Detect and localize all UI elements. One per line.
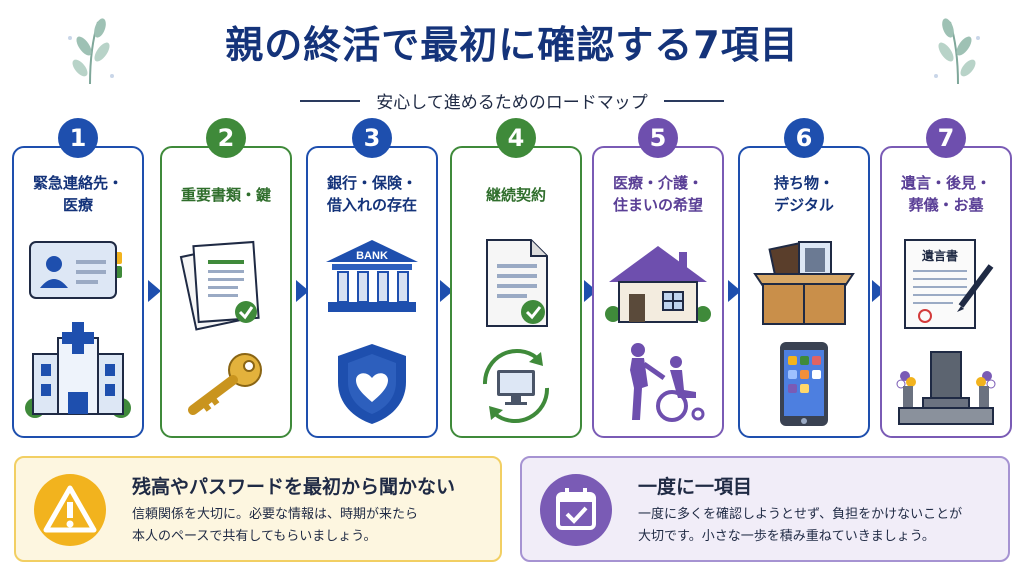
will-label: 遺言書 — [921, 248, 958, 263]
wheelchair-care-icon — [594, 340, 722, 424]
arrow-right-icon — [728, 280, 741, 302]
bank-label: BANK — [356, 250, 388, 262]
will-document-icon: 遺言書 — [882, 236, 1010, 332]
step-card: 継続契約 — [450, 146, 582, 438]
leaf-decoration-icon — [934, 18, 980, 85]
id-card-icon — [14, 238, 142, 302]
grave-icon — [882, 344, 1010, 428]
step-card: 重要書類・鍵 — [160, 146, 292, 438]
divider — [300, 99, 361, 102]
tip-note: 一度に一項目 一度に多くを確認しようとせず、負担をかけないことが 大切です。小さ… — [520, 456, 1010, 562]
step-number-badge: 3 — [352, 118, 392, 158]
step-card: 銀行・保険・ 借入れの存在 BANK — [306, 146, 438, 438]
step-title: 遺言・後見・ 葬儀・お墓 — [900, 174, 991, 214]
belongings-box-icon — [740, 238, 868, 328]
arrow-right-icon — [440, 280, 453, 302]
step-title: 持ち物・ デジタル — [773, 174, 834, 214]
contract-document-icon — [452, 236, 580, 332]
leaf-decoration-icon — [68, 18, 114, 85]
subtitle-row: 安心して進めるためのロードマップ — [0, 88, 1024, 113]
warning-icon — [34, 474, 106, 546]
step-title: 医療・介護・ 住まいの希望 — [612, 174, 703, 214]
bank-icon: BANK — [308, 238, 436, 314]
step-title: 重要書類・鍵 — [180, 186, 271, 204]
step-number-badge: 1 — [58, 118, 98, 158]
step-number-badge: 2 — [206, 118, 246, 158]
steps-roadmap: 緊急連絡先・ 医療 — [12, 118, 1012, 438]
page-subtitle: 安心して進めるためのロードマップ — [376, 93, 648, 113]
arrow-right-icon — [148, 280, 161, 302]
step-number-badge: 5 — [638, 118, 678, 158]
step-title: 銀行・保険・ 借入れの存在 — [326, 174, 417, 214]
step-card: 医療・介護・ 住まいの希望 — [592, 146, 724, 438]
warning-note: 残高やパスワードを最初から聞かない 信頼関係を大切に。必要な情報は、時期が来たら… — [14, 456, 502, 562]
renewal-monitor-icon — [452, 344, 580, 428]
step-number-badge: 4 — [496, 118, 536, 158]
warning-body: 信頼関係を大切に。必要な情報は、時期が来たら 本人のペースで共有してもらいましょ… — [132, 507, 419, 544]
shield-heart-icon — [308, 340, 436, 426]
smartphone-icon — [740, 340, 868, 428]
hospital-icon — [14, 318, 142, 418]
tip-title: 一度に一項目 — [638, 476, 753, 498]
tip-body: 一度に多くを確認しようとせず、負担をかけないことが 大切です。小さな一歩を積み重… — [638, 507, 963, 544]
step-card: 遺言・後見・ 葬儀・お墓 遺言書 — [880, 146, 1012, 438]
page-title: 親の終活で最初に確認する7項目 — [225, 23, 799, 67]
step-title: 継続契約 — [485, 186, 546, 204]
step-card: 持ち物・ デジタル — [738, 146, 870, 438]
calendar-check-icon — [540, 474, 612, 546]
documents-icon — [162, 236, 290, 336]
house-icon — [594, 242, 722, 326]
divider — [663, 99, 724, 102]
step-title: 緊急連絡先・ 医療 — [32, 174, 123, 214]
arrow-right-icon — [296, 280, 309, 302]
step-number-badge: 6 — [784, 118, 824, 158]
key-icon — [162, 348, 290, 418]
warning-title: 残高やパスワードを最初から聞かない — [132, 476, 456, 498]
step-number-badge: 7 — [926, 118, 966, 158]
step-card: 緊急連絡先・ 医療 — [12, 146, 144, 438]
